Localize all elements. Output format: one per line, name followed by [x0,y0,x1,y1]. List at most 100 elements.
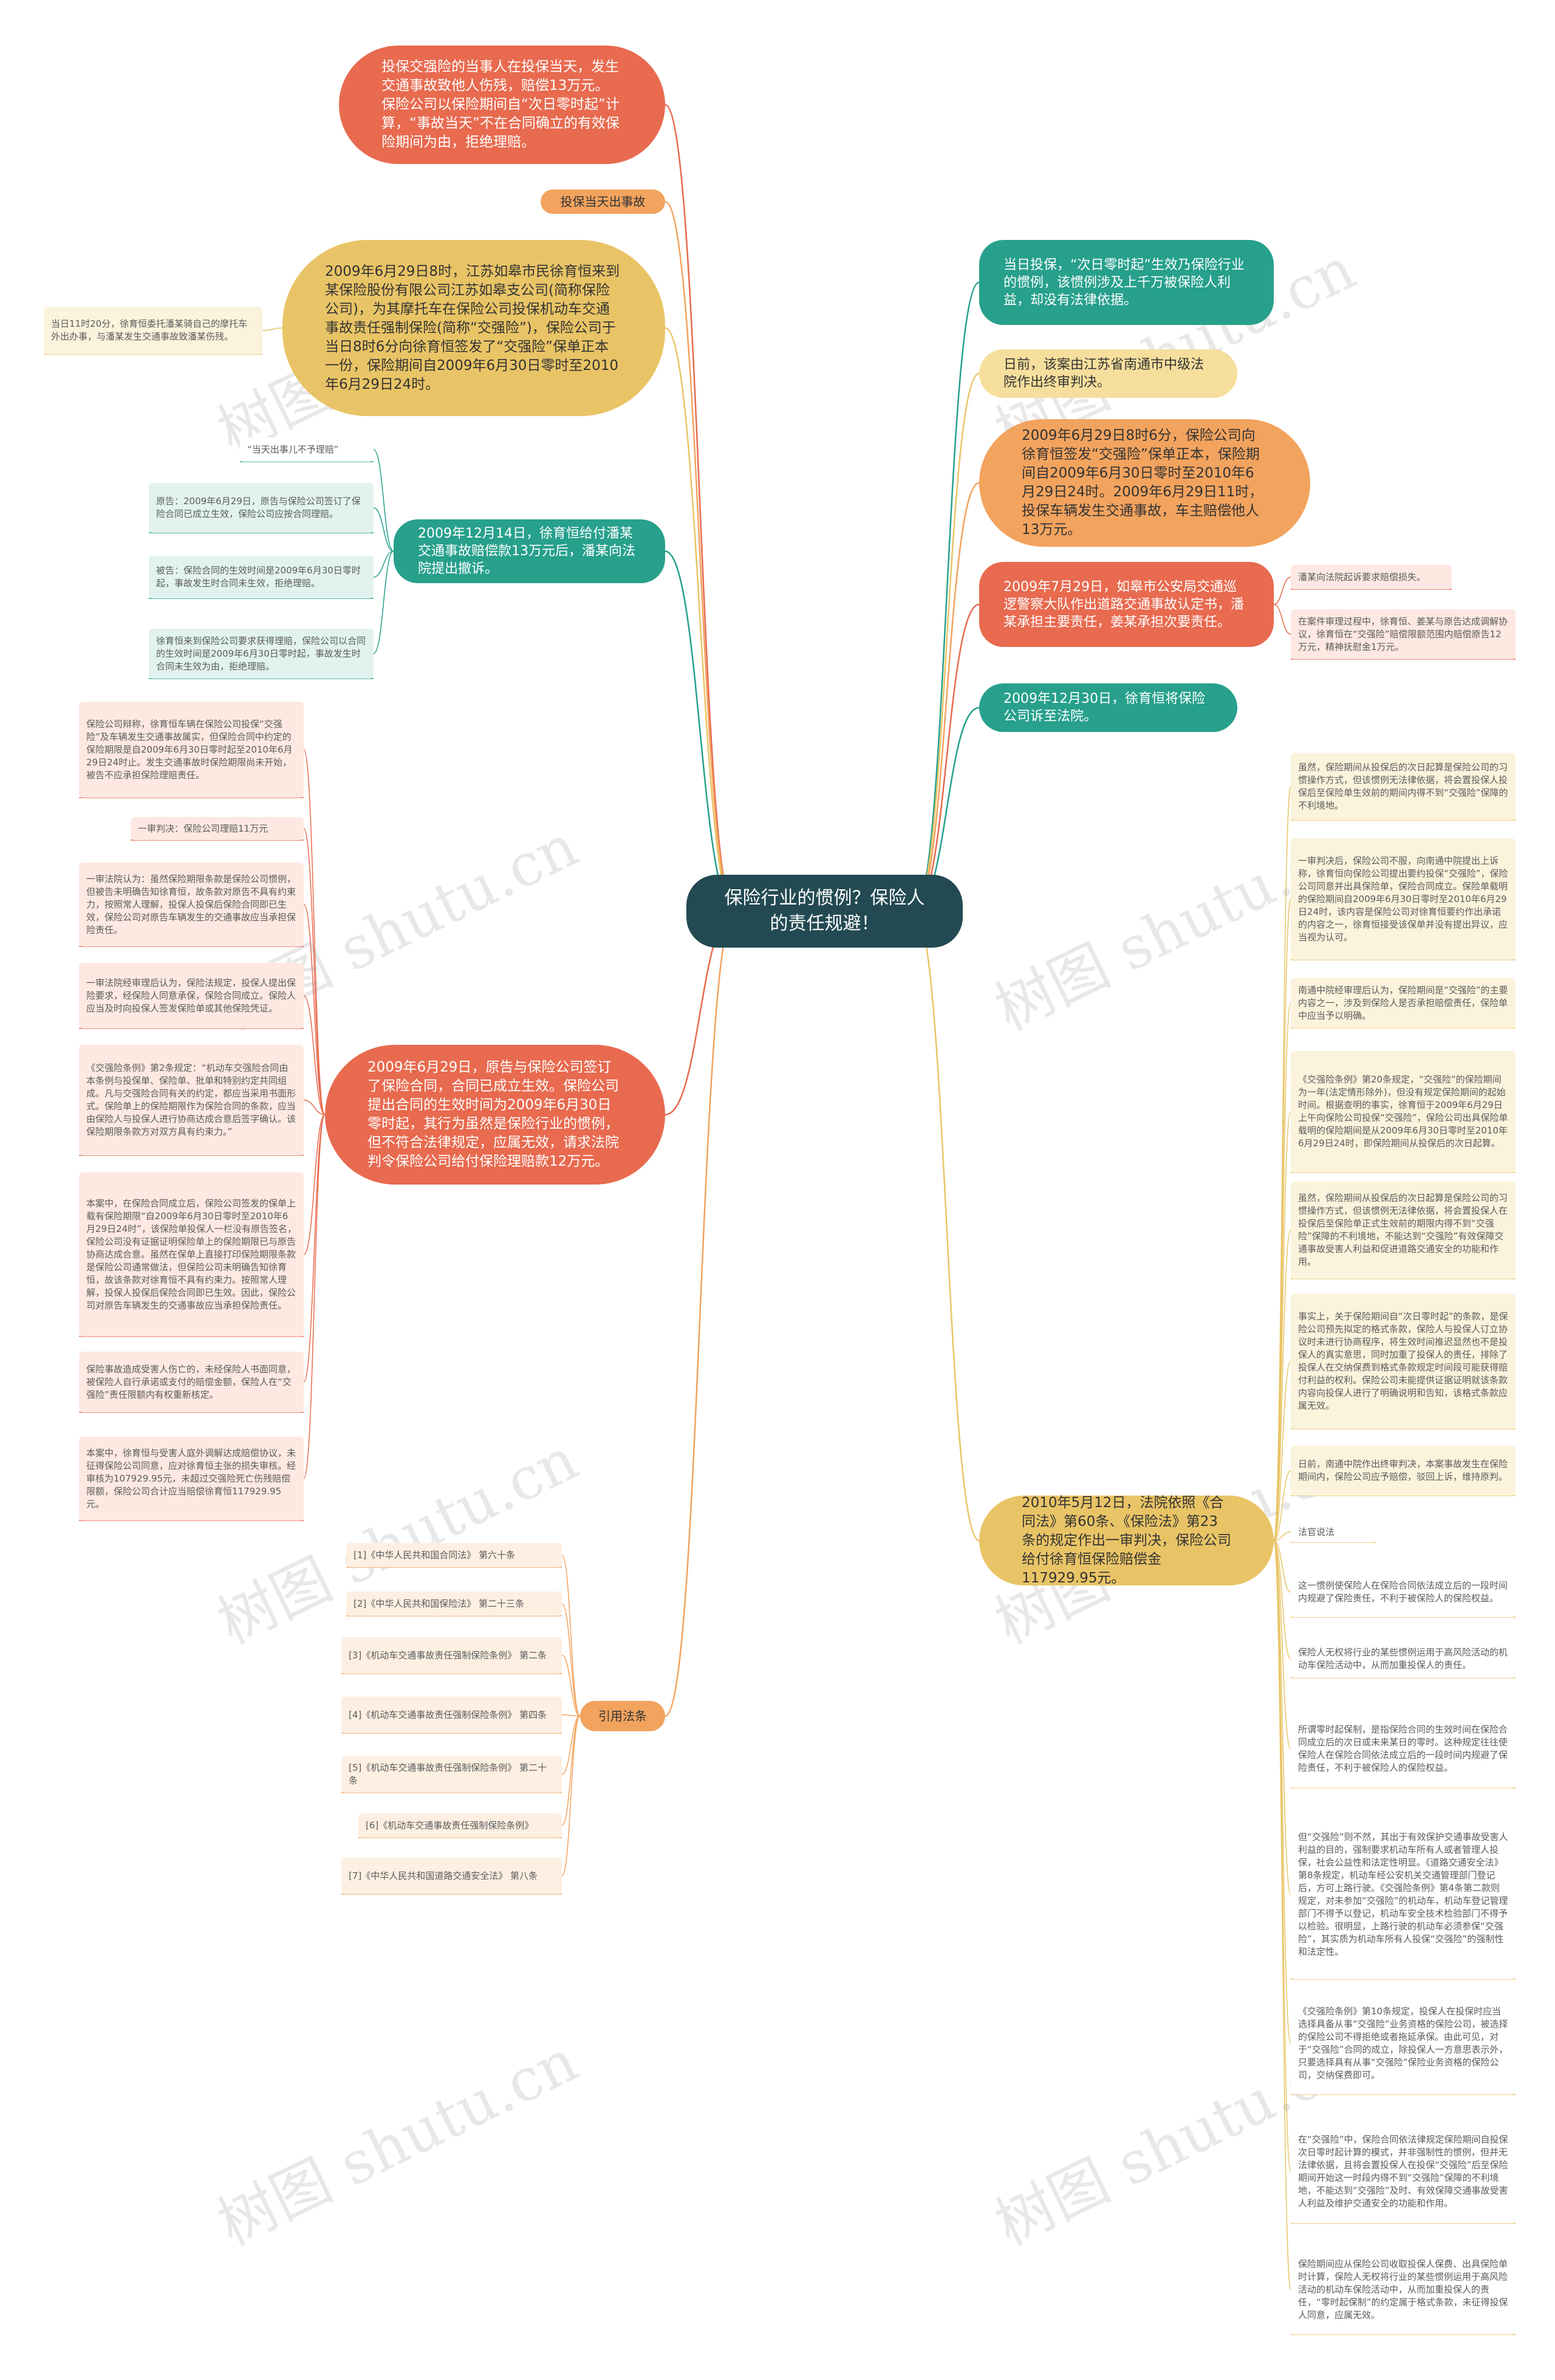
connector [914,910,980,1542]
connector [561,1715,581,1826]
note-insurer-defense: 保险公司辩称，徐育恒车辆在保险公司投保“交强险”及车辆发生交通事故属实，但保险合… [79,702,304,798]
law-item: [3]《机动车交通事故责任强制保险条例》 第二条 [341,1637,562,1674]
connector [561,1715,581,1876]
connector [665,104,736,912]
connector [1273,1229,1291,1541]
connector [373,550,394,654]
connector [1273,604,1291,635]
connector [561,1715,581,1775]
topic-label: 2009年12月14日，徐育恒给付潘某交通事故赔偿款13万元后，潘某向法院提出撤… [418,526,635,576]
note-settlement-rule: 保险事故造成受害人伤亡的，未经保险人书面同意，被保险人自行承诺或支付的赔偿金额，… [79,1352,304,1412]
verdict-note: 《交强险条例》第10条规定，投保人在投保时应当选择具备从事“交强险”业务资格的保… [1291,1992,1516,2094]
connector [303,828,326,1115]
topic-final-court[interactable]: 日前，该案由江苏省南通市中级法院作出终审判决。 [979,349,1237,398]
topic-sue-insurer[interactable]: 2009年12月30日，徐育恒将保险公司诉至法院。 [979,683,1237,732]
verdict-note: 所谓零时起保制，是指保险合同的生效时间在保险合同成立后的次日或未来某日的零时。这… [1291,1710,1516,1788]
connector [914,482,980,912]
connector [1273,1540,1291,1660]
verdict-note: 保险期间应从保险公司收取投保人保费、出具保险单时计算，保险人无权将行业的某些惯例… [1291,2245,1516,2334]
verdict-note: 保险人无权将行业的某些惯例运用于高风险活动的机动车保险活动中，从而加重投保人的责… [1291,1640,1516,1678]
note-claim-refused: 徐育恒来到保险公司要求获得理赔，保险公司以合同的生效时间是2009年6月30日零… [149,629,374,679]
note-mediation: 在案件审理过程中，徐育恒、姜某与原告达成调解协议，徐育恒在“交强险”赔偿限额范围… [1291,609,1516,659]
law-item: [6]《机动车交通事故责任强制保险条例》 [358,1813,562,1838]
connector [1273,1540,1291,1593]
connector [914,372,980,912]
verdict-note: 在“交强险”中，保险合同依法律规定保险期间自投保次日零时起计算的模式，并非强制性… [1291,2120,1516,2223]
topic-refused-claim[interactable]: 投保交强险的当事人在投保当天，发生交通事故致他人伤残，赔偿13万元。保险公司以保… [339,46,665,164]
tag-label: 引用法条 [598,1709,647,1723]
root-topic[interactable]: 保险行业的惯例？保险人的责任规避！ [686,875,963,948]
topic-label: 2009年6月29日8时6分，保险公司向徐育恒签发“交强险”保单正本，保险期间自… [1022,428,1263,538]
verdict-note: 虽然，保险期间从投保后的次日起算是保险公司的习惯操作方式，但该惯例无法律依据，将… [1291,1181,1516,1279]
verdict-note: 一审判决后，保险公司不服，向南通中院提出上诉称，徐育恒向保险公司提出要约投保“交… [1291,838,1516,960]
connector [1273,786,1291,1541]
tag-cited-laws[interactable]: 引用法条 [580,1701,665,1731]
note-dispute: “当天出事儿不予理赔” [240,437,374,462]
verdict-note: 虽然，保险期间从投保后的次日起算是保险公司的习惯操作方式，但该惯例无法律依据，将… [1291,753,1516,820]
tag-accident-same-day[interactable]: 投保当天出事故 [541,190,665,214]
law-item: [5]《机动车交通事故责任强制保险条例》 第二十条 [341,1756,562,1793]
topic-contract-signed[interactable]: 2009年6月29日，原告与保险公司签订了保险合同，合同已成立生效。保险公司提出… [325,1045,665,1185]
connector [1273,1111,1291,1541]
topic-label: 日前，该案由江苏省南通市中级法院作出终审判决。 [1003,357,1205,390]
connector [1273,1540,1291,2290]
law-item: [2]《中华人民共和国保险法》 第二十三条 [346,1592,562,1616]
topic-verdict[interactable]: 2010年5月12日，法院依照《合同法》第60条、《保险法》第23条的规定作出一… [979,1495,1274,1586]
connector [303,904,326,1115]
connector [1273,1470,1291,1541]
connector [303,749,326,1115]
connector [262,327,283,331]
connector [665,550,736,912]
connector [1273,1540,1291,1895]
connector [303,1114,326,1479]
tag-label: 投保当天出事故 [560,194,646,209]
verdict-note: 这一惯例使保险人在保险合同依法成立后的一段时间内规避了保险责任，不利于被保险人的… [1291,1567,1516,1617]
topic-compensation-paid[interactable]: 2009年12月14日，徐育恒给付潘某交通事故赔偿款13万元后，潘某向法院提出撤… [394,519,665,583]
connector [561,1655,581,1717]
connector [1273,1540,1291,1749]
law-item: [7]《中华人民共和国道路交通安全法》 第八条 [341,1858,562,1894]
note-first-judgment: 一审判决：保险公司理赔11万元 [131,817,304,840]
connector [665,327,736,912]
topic-label: 当日投保，“次日零时起”生效乃保险行业的惯例，该惯例涉及上千万被保险人利益，却没… [1003,257,1245,308]
topic-next-day-practice[interactable]: 当日投保，“次日零时起”生效乃保险行业的惯例，该惯例涉及上千万被保险人利益，却没… [979,240,1274,325]
verdict-note-judge-says: 法官说法 [1291,1522,1376,1542]
verdict-note: 事实上，关于保险期间自“次日零时起”的条款，是保险公司预先拟定的格式条款，保险人… [1291,1294,1516,1429]
note-defendant-claim: 被告：保险合同的生效时间是2009年6月30日零时起，事故发生时合同未生效，拒绝… [149,556,374,598]
topic-policy-issued[interactable]: 2009年6月29日8时6分，保险公司向徐育恒签发“交强险”保单正本，保险期间自… [979,419,1310,547]
connector [303,1114,326,1255]
connector [561,1554,581,1717]
note-lawsuit: 潘某向法院起诉要求赔偿损失。 [1291,565,1452,589]
verdict-note: 《交强险条例》第20条规定，“交强险”的保险期间为一年(法定情形除外)，但没有规… [1291,1051,1516,1172]
connector [561,1603,581,1717]
connector [1273,1531,1291,1541]
connector [665,200,736,912]
connector [303,1114,326,1383]
connector [665,910,736,1717]
connector [373,550,394,578]
verdict-note: 日前，南通中院作出终审判决，本案事故发生在保险期间内，保险公司应予赔偿，驳回上诉… [1291,1446,1516,1496]
law-item: [1]《中华人民共和国合同法》 第六十条 [346,1543,562,1567]
topic-case-background[interactable]: 2009年6月29日8时，江苏如皋市民徐育恒来到某保险股份有限公司江苏如皋支公司… [282,240,665,416]
topic-police-report[interactable]: 2009年7月29日，如皋市公安局交通巡逻警察大队作出道路交通事故认定书，潘某承… [979,562,1274,647]
note-plaintiff-claim: 原告：2009年6月29日，原告与保险公司签订了保险合同已成立生效，保险公司应按… [149,483,374,533]
topic-label: 2009年6月29日，原告与保险公司签订了保险合同，合同已成立生效。保险公司提出… [367,1059,619,1169]
topic-label: 2009年12月30日，徐育恒将保险公司诉至法院。 [1003,691,1205,724]
note-accident-detail: 当日11时20分，徐育恒委托潘某骑自己的摩托车外出办事，与潘某发生交通事故致潘某… [44,307,262,354]
law-item: [4]《机动车交通事故责任强制保险条例》 第四条 [341,1697,562,1733]
note-court-opinion-1: 一审法院认为：虽然保险期限条款是保险公司惯例，但被告未明确告知徐育恒，故条款对原… [79,863,304,946]
note-case-analysis: 本案中，在保险合同成立后，保险公司签发的保单上载有保险期限“自2009年6月30… [79,1172,304,1336]
connector [1273,1361,1291,1541]
topic-label: 投保交强险的当事人在投保当天，发生交通事故致他人伤残，赔偿13万元。保险公司以保… [381,59,620,150]
topic-label: 2009年7月29日，如皋市公安局交通巡逻警察大队作出道路交通事故认定书，潘某承… [1003,579,1245,630]
note-final-amount: 本案中，徐育恒与受害人庭外调解达成赔偿协议，未征得保险公司同意，应对徐育恒主张的… [79,1437,304,1520]
connector [1273,1540,1291,2044]
note-court-opinion-2: 一审法院经审理后认为，保险法规定，投保人提出保险要求，经保险人同意承保，保险合同… [79,963,304,1028]
connector [561,1714,581,1717]
connector [914,281,980,912]
note-regulation-article-2: 《交强险条例》第2条规定：“机动车交强险合同由本条例与投保单、保险单、批单和特别… [79,1045,304,1155]
connector [303,1099,326,1115]
connector [373,449,394,552]
root-topic-label: 保险行业的惯例？保险人的责任规避！ [724,887,925,934]
